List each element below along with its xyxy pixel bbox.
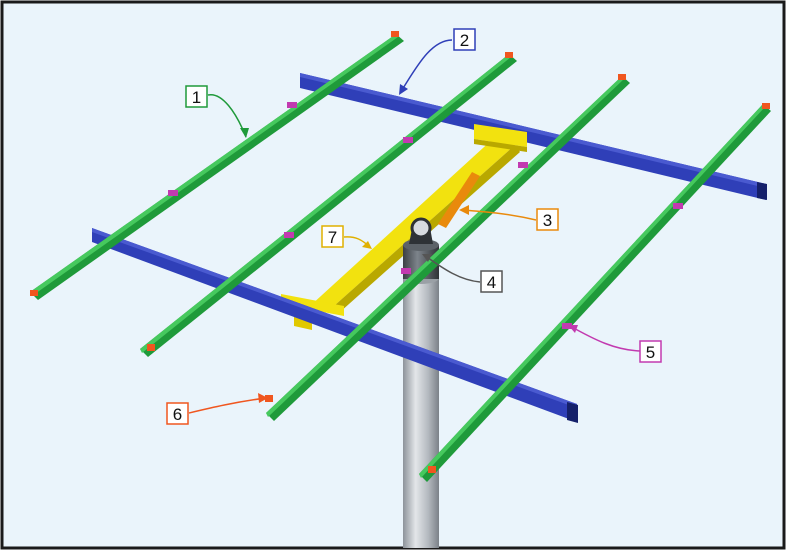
mounting-rail-3: [265, 74, 630, 421]
support-pole: [403, 272, 439, 548]
callout-6: 6: [166, 393, 268, 425]
mounting-rail-4: [419, 103, 771, 482]
callout-6-box: [166, 402, 189, 425]
rail-clamps: [168, 102, 683, 329]
pivot-head: [403, 217, 439, 279]
mounting-rail-1: [30, 31, 404, 300]
callout-2-label: 2: [460, 31, 469, 50]
callout-4-box: [480, 270, 503, 293]
callout-1-label: 1: [192, 88, 201, 107]
callout-5-label: 5: [646, 343, 655, 362]
callout-7-box: [321, 225, 344, 248]
callout-5-box: [639, 340, 662, 363]
callout-7: 7: [321, 225, 372, 249]
mounting-rail-2: [140, 52, 517, 357]
callout-1: 1: [185, 85, 249, 138]
callout-1-box: [185, 85, 208, 108]
callout-3-box: [536, 208, 559, 231]
callout-5: 5: [568, 325, 662, 363]
callout-2: 2: [399, 28, 476, 95]
callout-2-box: [453, 28, 476, 51]
callout-6-label: 6: [173, 405, 182, 424]
callout-3-label: 3: [543, 211, 552, 230]
callout-4: 4: [422, 254, 503, 293]
callout-3: 3: [459, 205, 559, 231]
callout-7-label: 7: [328, 228, 337, 247]
callout-4-label: 4: [487, 273, 496, 292]
purlin-front: [92, 228, 578, 423]
purlin-back: [300, 73, 767, 200]
